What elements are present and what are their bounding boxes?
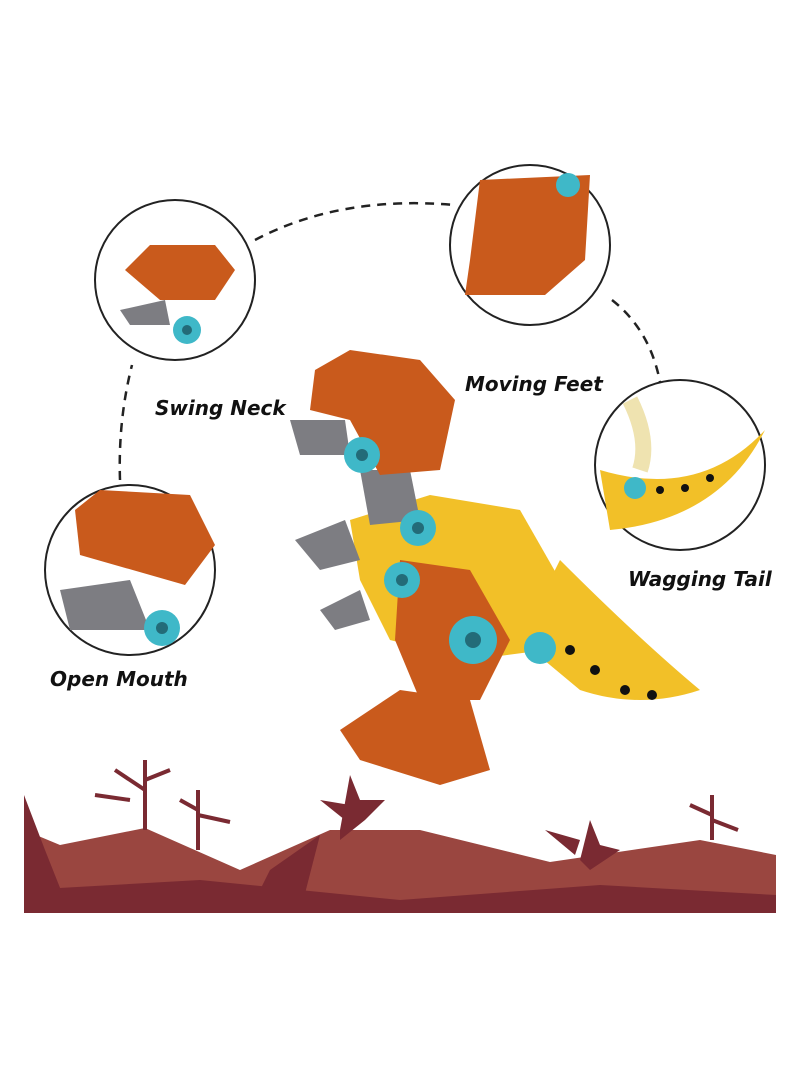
- dinosaur-toy: [290, 350, 700, 785]
- dashed-connector: [118, 201, 662, 481]
- swing-neck-circle: [94, 199, 256, 361]
- feature-label-swing-neck: Swing Neck: [155, 396, 286, 420]
- moving-feet-circle: [449, 164, 611, 326]
- feature-label-open-mouth: Open Mouth: [50, 667, 188, 691]
- feature-label-moving-feet: Moving Feet: [465, 372, 603, 396]
- wagging-tail-circle: [594, 379, 766, 551]
- open-mouth-circle: [44, 484, 216, 656]
- ground-scenery: [24, 760, 776, 913]
- feature-label-wagging-tail: Wagging Tail: [628, 567, 772, 591]
